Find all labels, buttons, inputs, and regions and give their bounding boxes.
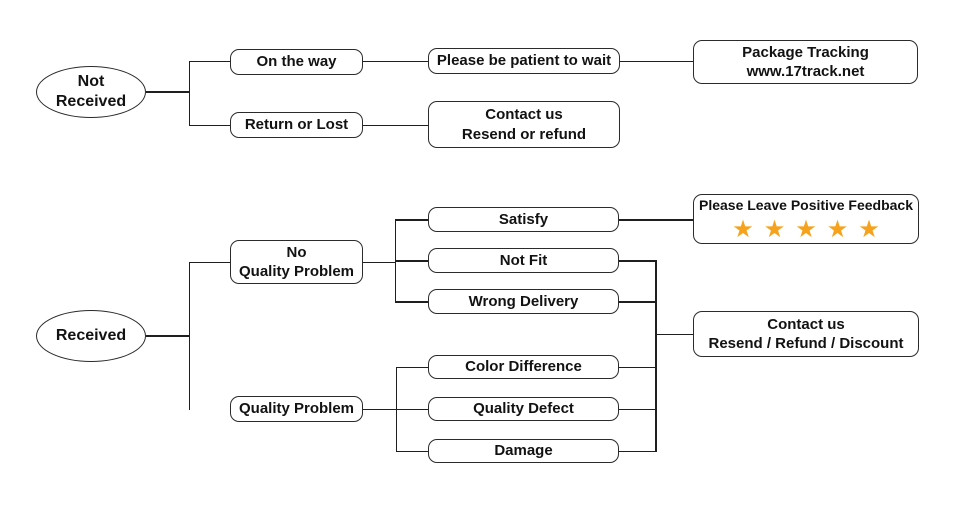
node-label: Satisfy (498, 210, 549, 228)
node-positive-feedback: Please Leave Positive Feedback ★ ★ ★ ★ ★ (693, 194, 919, 244)
connector-to-damage (396, 450, 428, 452)
node-label: Package Tracking (742, 43, 869, 61)
five-star-rating: ★ ★ ★ ★ ★ (732, 215, 880, 243)
node-label: Quality Problem (238, 263, 355, 280)
node-label: Damage (494, 442, 553, 460)
node-label: Please be patient to wait (436, 52, 612, 70)
connector-to-color-difference (396, 366, 428, 368)
connector-on-the-way-to-patient (363, 60, 428, 62)
node-contact-us-resend-refund-discount: Contact us Resend / Refund / Discount (693, 311, 919, 357)
connector-quality-defect-out (619, 408, 656, 410)
node-quality-problem: Quality Problem (230, 396, 363, 422)
node-label: Contact us (485, 106, 563, 123)
connector-not-received-branch (146, 91, 189, 93)
node-label: No (286, 243, 307, 261)
connector-wrong-delivery-out (619, 301, 656, 303)
node-label: Resend / Refund / Discount (708, 335, 904, 352)
connector-to-no-quality-problem (189, 261, 230, 263)
star-icon: ★ (795, 215, 817, 243)
node-satisfy: Satisfy (428, 207, 619, 232)
node-color-difference: Color Difference (428, 355, 619, 379)
connector-to-on-the-way (189, 60, 230, 62)
node-label: Return or Lost (244, 116, 349, 134)
node-package-tracking: Package Tracking www.17track.net (693, 40, 918, 84)
connector-to-satisfy (395, 219, 428, 221)
star-icon: ★ (826, 215, 849, 243)
connector-to-not-fit (395, 260, 428, 262)
node-label: Received (55, 327, 127, 344)
node-label: Not (77, 73, 105, 90)
node-not-received: Not Received (36, 66, 146, 118)
connector-not-received-branch-vertical (188, 61, 190, 126)
connector-quality-problem-out (363, 408, 396, 410)
node-label: Color Difference (465, 358, 582, 376)
connector-received-branch-vertical (188, 262, 190, 410)
node-not-fit: Not Fit (428, 248, 619, 273)
connector-damage-out (619, 450, 656, 452)
node-label: Quality Problem (238, 400, 355, 418)
connector-to-wrong-delivery (395, 301, 428, 303)
connector-satisfy-to-feedback (619, 219, 693, 221)
node-damage: Damage (428, 439, 619, 463)
node-label: On the way (256, 53, 337, 71)
connector-not-fit-out (619, 260, 656, 262)
connector-to-return-or-lost (189, 124, 230, 126)
connector-return-to-contact (363, 124, 428, 126)
node-no-quality-problem: No Quality Problem (230, 240, 363, 284)
node-label: Contact us (767, 315, 845, 333)
star-icon: ★ (732, 215, 754, 243)
node-contact-us-resend-refund: Contact us Resend or refund (428, 101, 620, 148)
star-icon: ★ (763, 215, 786, 243)
node-label: Quality Defect (473, 400, 574, 418)
connector-collector-vertical (655, 260, 657, 452)
node-received: Received (36, 310, 146, 362)
connector-received-branch (146, 335, 189, 337)
node-return-or-lost: Return or Lost (230, 112, 363, 138)
node-please-be-patient: Please be patient to wait (428, 48, 620, 74)
node-label: Please Leave Positive Feedback (698, 197, 913, 214)
node-label: Not Fit (499, 251, 548, 269)
connector-no-quality-out (363, 261, 395, 263)
tracking-url: www.17track.net (746, 63, 865, 80)
node-label: Received (55, 93, 127, 110)
connector-to-contact-discount (655, 333, 693, 335)
node-on-the-way: On the way (230, 49, 363, 75)
node-quality-defect: Quality Defect (428, 397, 619, 421)
node-label: Wrong Delivery (468, 292, 579, 310)
connector-patient-to-tracking (620, 60, 693, 62)
connector-to-quality-defect (396, 408, 428, 410)
star-icon: ★ (858, 215, 880, 243)
connector-color-difference-out (619, 366, 656, 368)
node-wrong-delivery: Wrong Delivery (428, 289, 619, 314)
node-label: Resend or refund (461, 125, 587, 143)
